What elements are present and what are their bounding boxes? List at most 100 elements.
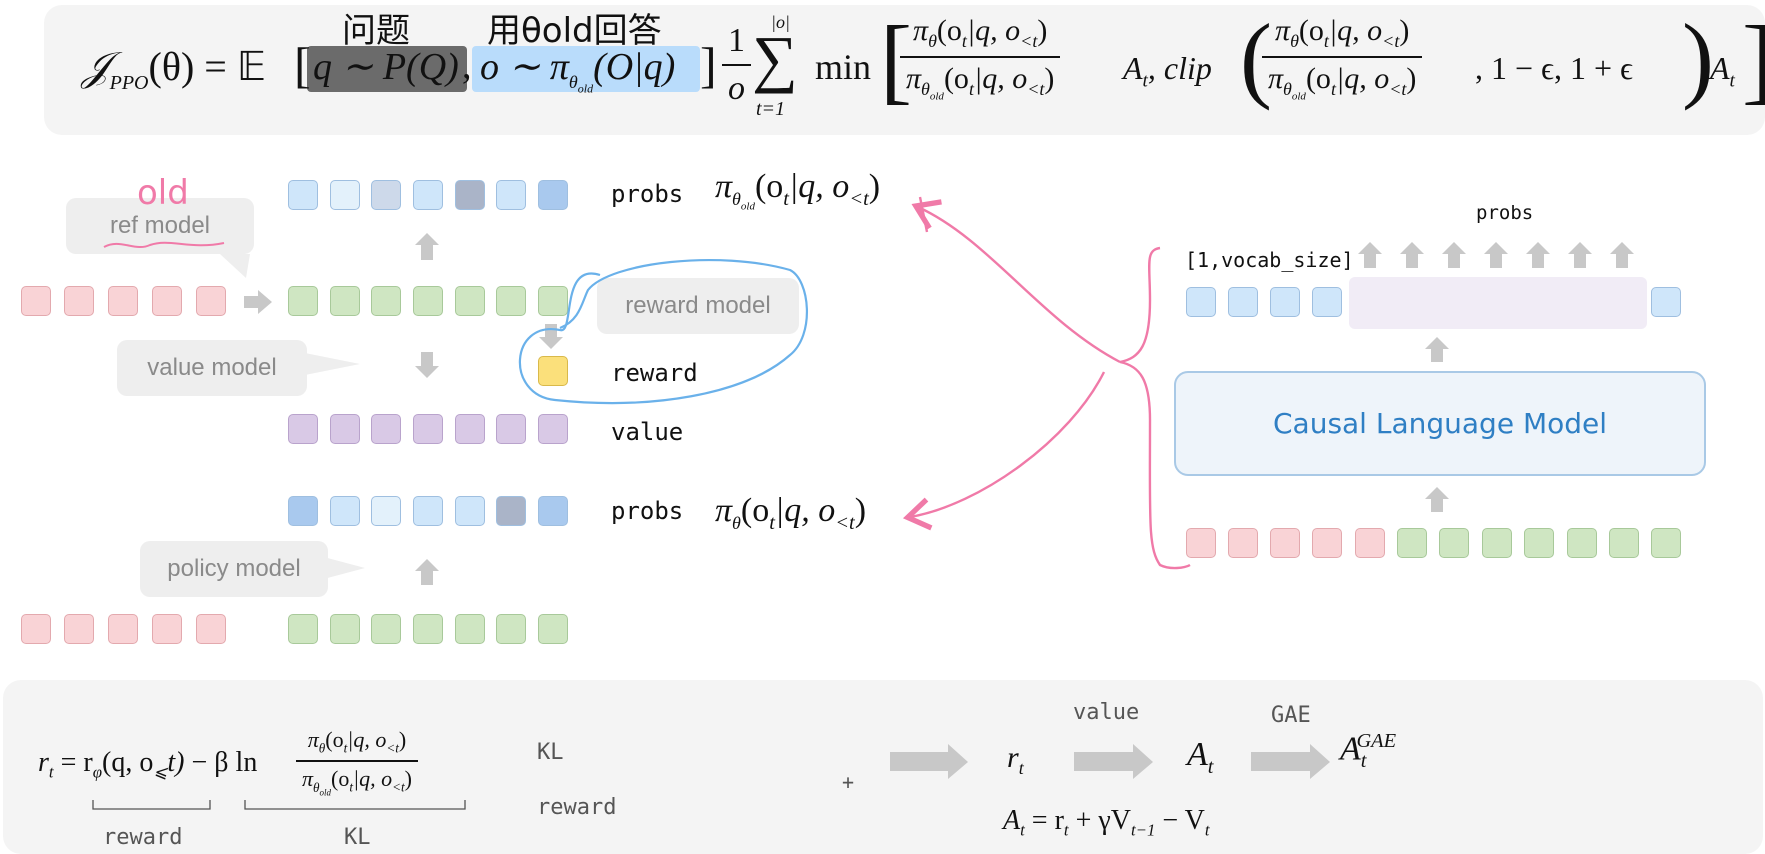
response-token — [288, 286, 318, 316]
up-arrow-icon — [1526, 242, 1550, 268]
policy-model-bubble: policy model — [140, 541, 328, 597]
sum-bottom: t=1 — [756, 98, 786, 120]
bottom-arrow-icon-gae — [1251, 744, 1330, 779]
big-bracket-close: ] — [1742, 12, 1765, 108]
prob-token — [371, 496, 401, 526]
clm-input-token — [1312, 528, 1342, 558]
kl-underbrace — [244, 800, 466, 810]
bottom-arrow-icon-value — [1074, 744, 1153, 779]
vocab-token — [1186, 287, 1216, 317]
ref-underline-annotation — [103, 241, 225, 248]
kl-fraction: πθ(ot|q, o<t) πθold(ot|q, o<t) — [296, 727, 418, 797]
bottom-arrow-icon-1 — [890, 744, 968, 779]
prob-token — [496, 496, 526, 526]
vocab-token — [1651, 287, 1681, 317]
bracket-open: [ — [294, 37, 311, 93]
pi-old-expression: πθold(ot|q, o<t) — [715, 168, 881, 213]
prompt-token — [152, 614, 182, 644]
advantage-formula: At = rt + γVt−1 − Vt — [1003, 805, 1210, 840]
response-token — [288, 614, 318, 644]
value-model-bubble: value model — [117, 340, 307, 396]
bottom-panel — [3, 680, 1763, 854]
reward-formula: rt = rφ(q, o⩽t) − β ln — [38, 747, 258, 782]
value-token — [288, 414, 318, 444]
bracket-close: ] — [700, 37, 717, 93]
response-token — [330, 614, 360, 644]
plus-sign: + — [842, 770, 855, 794]
note-question: 问题 — [342, 11, 410, 51]
sum-symbol: ∑ — [752, 23, 798, 94]
up-arrow-icon-clm-top — [1425, 337, 1449, 362]
value-arrow-label: value — [1073, 700, 1140, 725]
comma: , — [462, 45, 472, 87]
ref-bubble-tail — [220, 254, 250, 278]
up-arrow-icon-clm-bottom — [1425, 487, 1449, 512]
gae-arrow-label: GAE — [1271, 703, 1311, 728]
right-arrow-icon-ref — [244, 290, 272, 314]
prob-token — [538, 180, 568, 210]
ref-model-bubble: ref model — [66, 198, 254, 254]
reward-row-label: reward — [537, 795, 617, 820]
pi-theta-expression: πθ(ot|q, o<t) — [715, 492, 867, 534]
prob-token — [413, 180, 443, 210]
value-token — [330, 414, 360, 444]
prompt-token — [152, 286, 182, 316]
ref-annotation: old — [137, 173, 189, 213]
o-sample: o ∼ πθold(O|q) — [480, 46, 676, 96]
prob-token — [455, 180, 485, 210]
clm-input-token — [1270, 528, 1300, 558]
response-token — [538, 614, 568, 644]
prob-token — [496, 180, 526, 210]
reward-token — [538, 356, 568, 386]
value-token — [538, 414, 568, 444]
up-arrow-icon — [1484, 242, 1508, 268]
up-arrow-icon — [1400, 242, 1424, 268]
pink-arrow-to-old — [911, 199, 1121, 364]
probs-label-top: probs — [611, 180, 684, 208]
value-bubble-tail — [300, 352, 360, 376]
prob-token — [288, 180, 318, 210]
up-arrow-icon-policy — [415, 559, 439, 585]
response-token — [455, 614, 485, 644]
prob-token — [413, 496, 443, 526]
clm-input-token — [1482, 528, 1512, 558]
reward-model-bubble: reward model — [597, 278, 799, 334]
prompt-token — [21, 286, 51, 316]
q-sample-highlight — [307, 46, 467, 92]
clip-ratio-fraction: πθ(ot|q, o<t) πθold(ot|q, o<t) — [1262, 14, 1423, 103]
down-arrow-icon-value — [415, 352, 439, 378]
vocab-highlight — [1349, 277, 1647, 329]
clm-input-token — [1397, 528, 1427, 558]
note-answer: 用θold回答 — [487, 11, 662, 51]
prompt-token — [21, 614, 51, 644]
r-t-node: rt — [1007, 741, 1024, 778]
response-token — [455, 286, 485, 316]
response-token — [496, 614, 526, 644]
big-bracket-open: [ — [880, 6, 912, 113]
clm-input-token — [1651, 528, 1681, 558]
up-arrow-icon — [1610, 242, 1634, 268]
brace-kl-label: KL — [344, 825, 371, 850]
prompt-token — [196, 614, 226, 644]
response-token — [496, 286, 526, 316]
advantage-term: At, clip — [1123, 50, 1212, 92]
prob-token — [371, 180, 401, 210]
value-token — [371, 414, 401, 444]
down-arrow-icon-reward — [539, 324, 563, 349]
prob-token — [330, 496, 360, 526]
vocab-token — [1228, 287, 1258, 317]
advantage-end: At — [1710, 50, 1735, 92]
sum-top: |o| — [771, 12, 790, 32]
reward-underbrace — [92, 800, 211, 810]
clm-input-token — [1355, 528, 1385, 558]
prob-token — [288, 496, 318, 526]
vocab-token — [1270, 287, 1300, 317]
clm-input-token — [1567, 528, 1597, 558]
prob-token — [538, 496, 568, 526]
prompt-token — [108, 286, 138, 316]
A-gae-node: AtGAE — [1340, 730, 1397, 773]
pink-brace — [1119, 246, 1191, 570]
prompt-token — [64, 286, 94, 316]
